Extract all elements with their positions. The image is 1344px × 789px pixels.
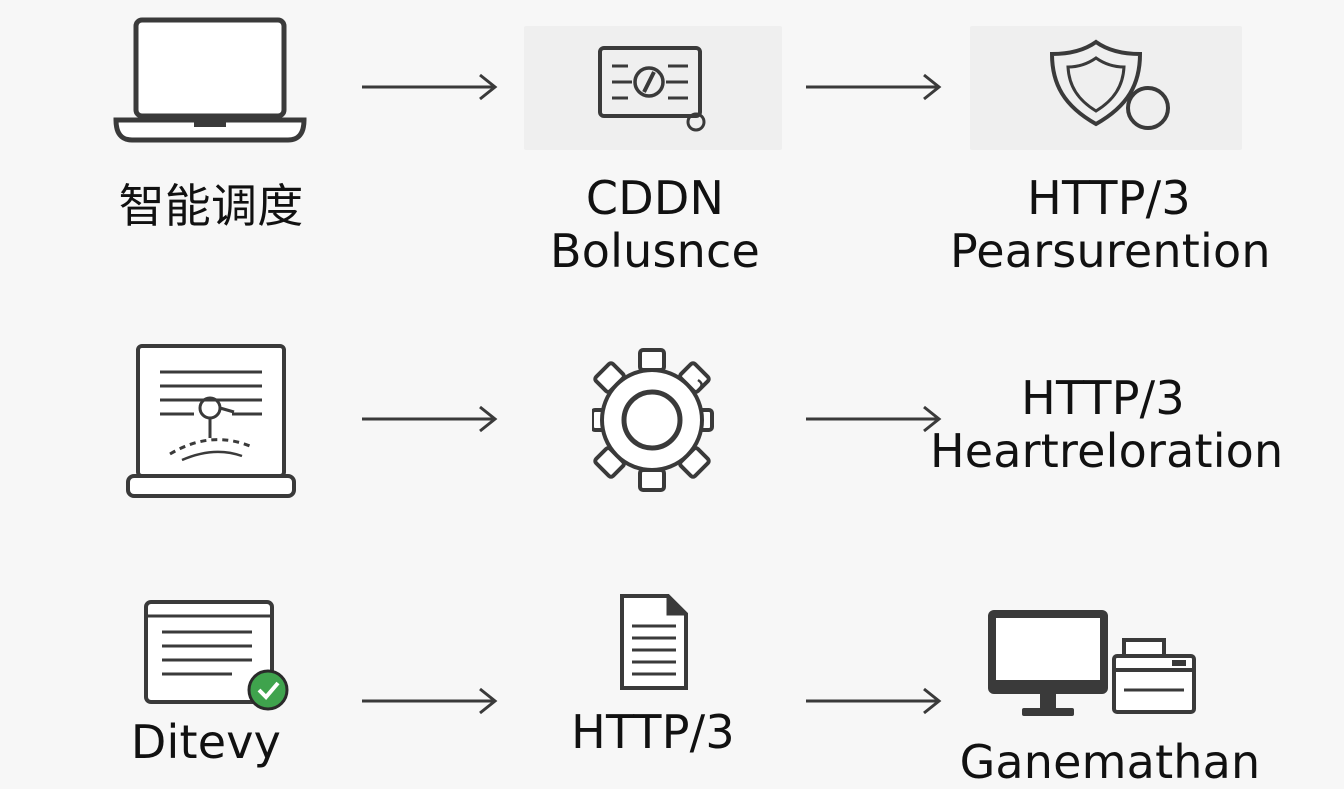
desktop-printer-icon [984, 606, 1204, 720]
flow-arrow [360, 72, 500, 106]
flow-arrow [804, 404, 944, 438]
laptop-icon [110, 16, 310, 144]
node-label-http3: HTTP/3 [571, 705, 735, 759]
node-label-cddn: CDDN Bolusnce [550, 171, 760, 278]
flow-diagram: 智能调度 CDDN Bolusnce HT [110, 16, 1284, 788]
node-label-scheduling: 智能调度 [118, 179, 304, 233]
verified-screen-icon [140, 598, 296, 716]
flow-arrow [360, 686, 500, 720]
node-label-ganemathan: Ganemathan [959, 735, 1261, 789]
server-panel-icon [594, 44, 710, 134]
node-label-http3-pearsurention: HTTP/3 Pearsurention [950, 171, 1271, 278]
flow-arrow [360, 404, 500, 438]
document-laptop-icon [124, 342, 300, 502]
gear-icon [592, 344, 716, 496]
flow-arrow [804, 686, 944, 720]
node-label-ditevy: Ditevy [130, 715, 282, 769]
shield-icon [1044, 38, 1174, 134]
node-label-http3-heartreloration: HTTP/3 Heartreloration [930, 371, 1284, 478]
flow-arrow [804, 72, 944, 106]
document-icon [618, 592, 690, 692]
